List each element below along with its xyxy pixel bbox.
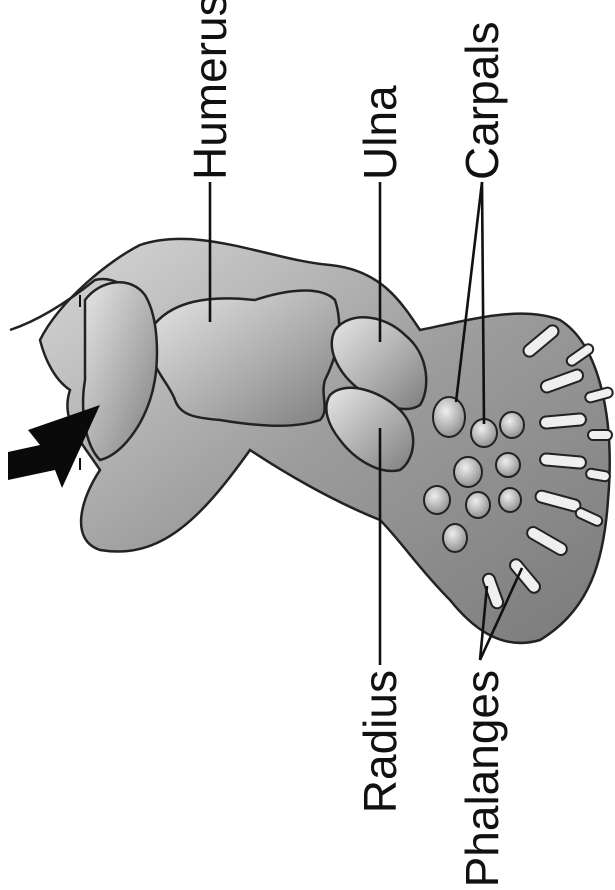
carpal-bone [466, 492, 490, 518]
phalange-bone [588, 430, 612, 440]
label-phalanges: Phalanges [456, 670, 508, 887]
humerus-bone [149, 291, 339, 426]
carpal-bone [443, 524, 467, 552]
carpal-bone [500, 412, 524, 438]
label-ulna: Ulna [354, 85, 406, 180]
carpal-bone [433, 397, 465, 437]
carpal-bone [454, 457, 482, 487]
carpal-bone [424, 486, 450, 514]
carpal-bone [496, 453, 520, 477]
flipper-illustration [10, 239, 614, 643]
phalange-bone [540, 413, 587, 429]
label-radius: Radius [354, 670, 406, 813]
label-humerus: Humerus [184, 0, 236, 180]
label-carpals: Carpals [456, 21, 508, 180]
phalange-bone [540, 453, 587, 469]
carpal-bone [499, 488, 521, 512]
